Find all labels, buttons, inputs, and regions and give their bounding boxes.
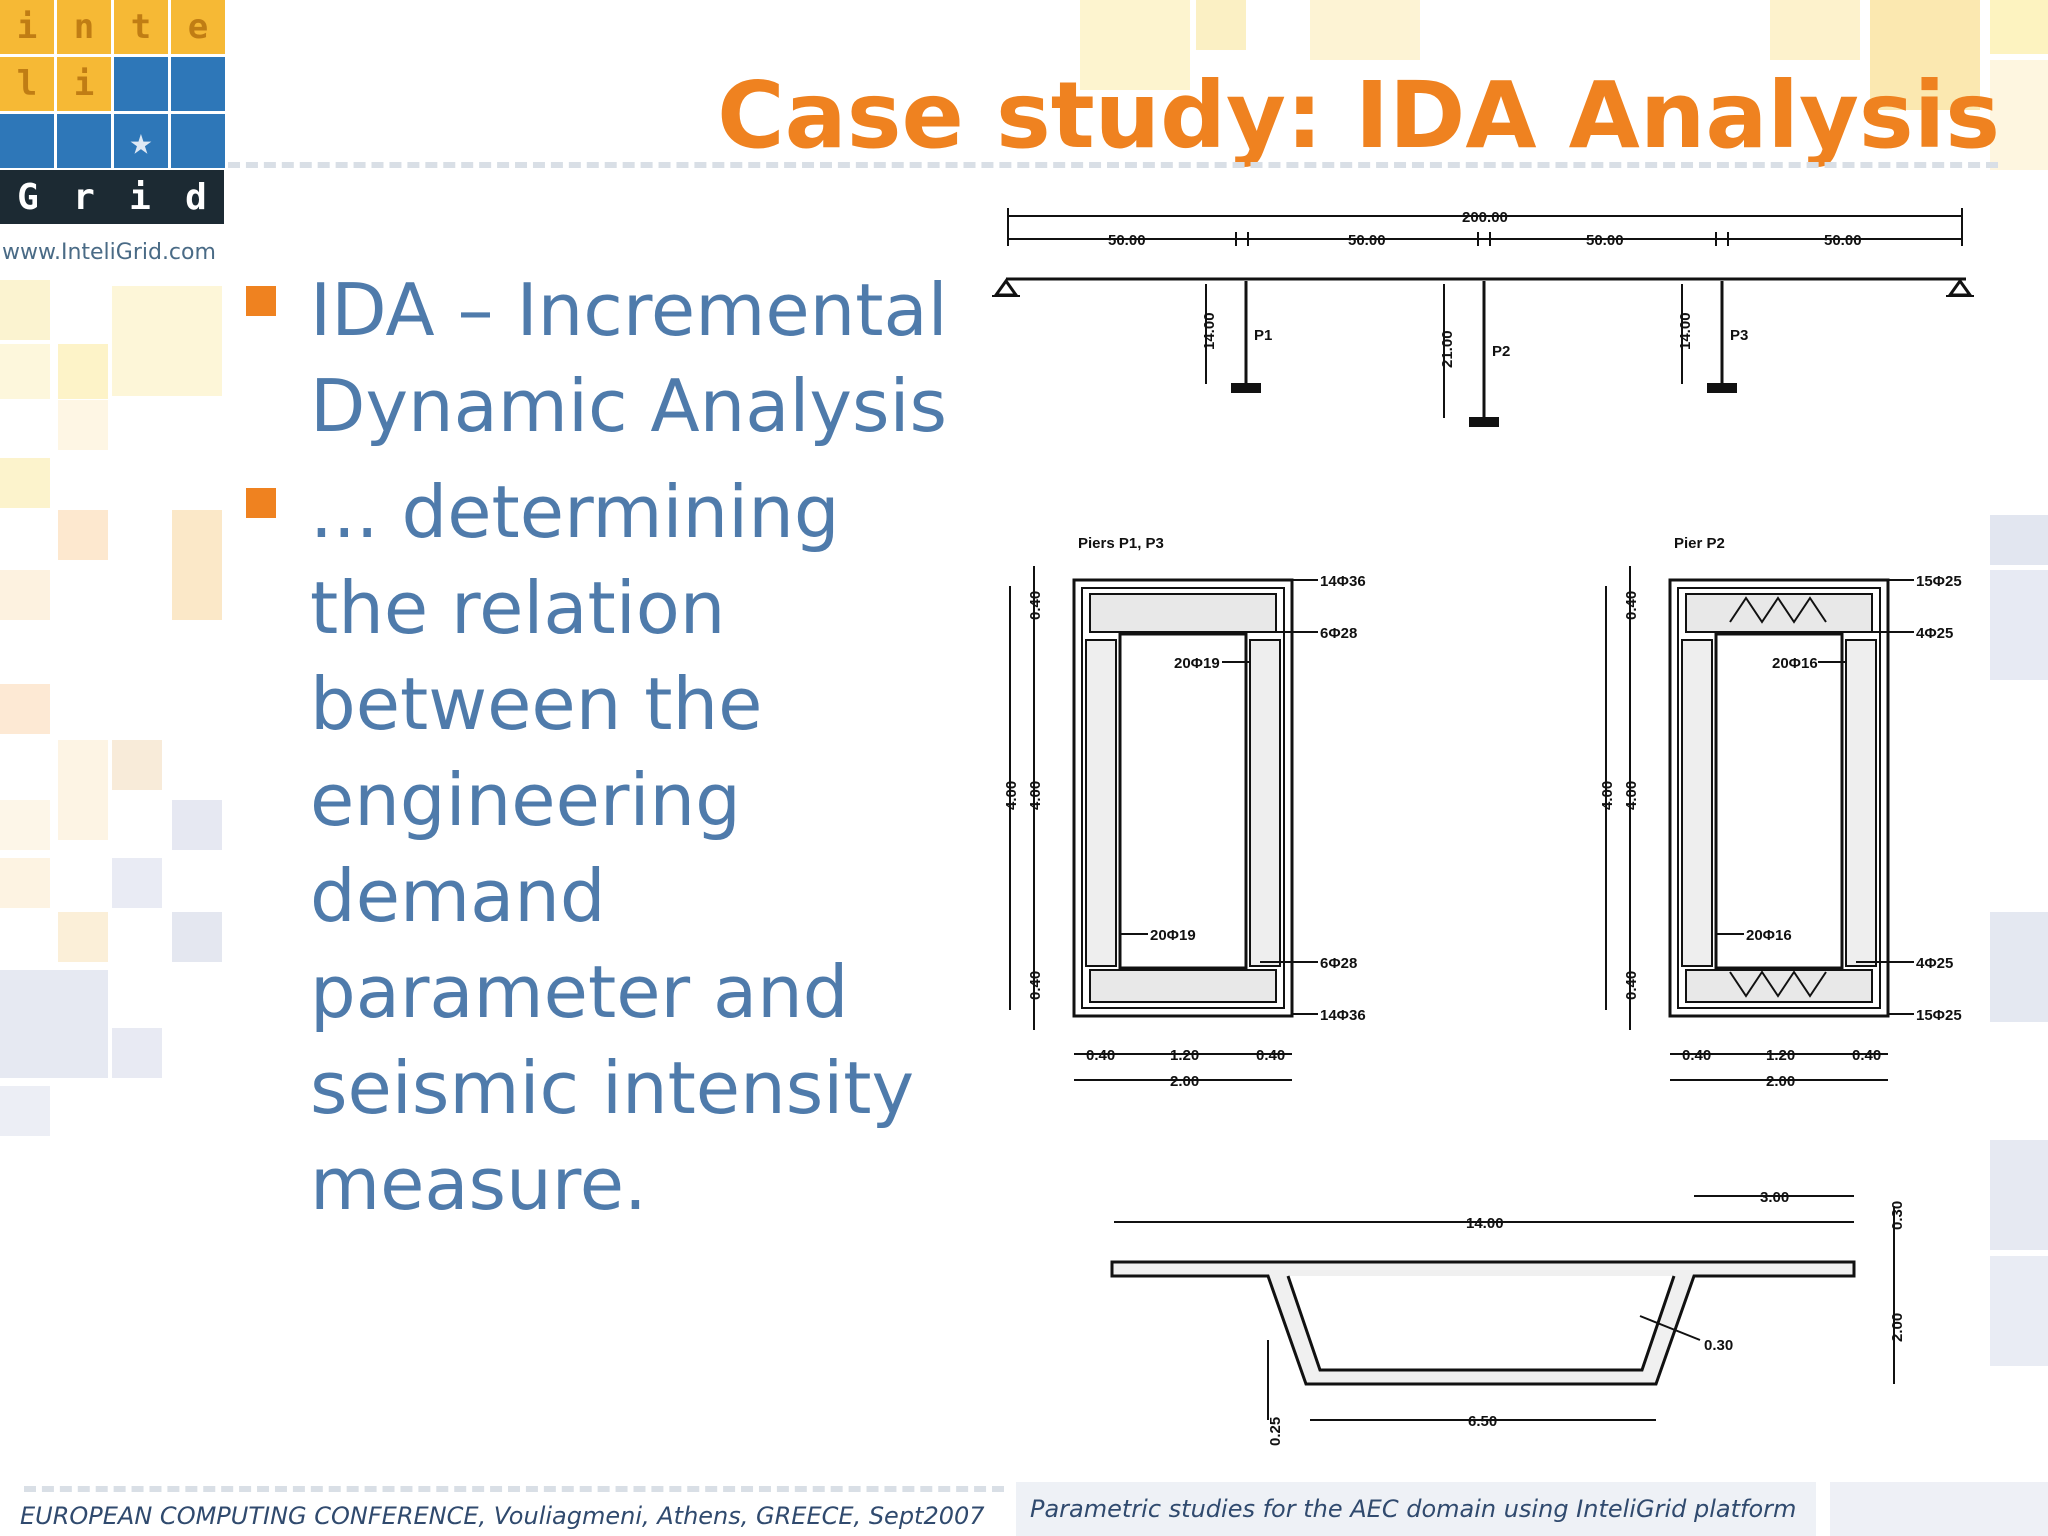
bullet-list: IDA – Incremental Dynamic Analysis ... d…	[240, 262, 980, 1242]
dim-label: 4.00	[1599, 781, 1616, 810]
rebar-label: 20Φ19	[1174, 655, 1220, 672]
pier-label: P1	[1254, 327, 1272, 344]
rebar-label: 14Φ36	[1320, 573, 1366, 590]
dim-label: 14.00	[1466, 1215, 1504, 1232]
logo-letter: d	[185, 176, 207, 218]
dim-label: 0.40	[1086, 1047, 1115, 1064]
website-link[interactable]: www.InteliGrid.com	[2, 240, 216, 265]
dim-span: 50.00	[1824, 232, 1862, 249]
dim-label: 2.00	[1766, 1073, 1795, 1090]
rebar-label: 4Φ25	[1916, 955, 1953, 972]
dim-label: 0.30	[1704, 1337, 1733, 1354]
pier-label: P3	[1730, 327, 1748, 344]
logo-tile	[114, 57, 168, 111]
star-icon: ★	[114, 114, 168, 168]
logo-tile	[57, 114, 111, 168]
dim-label: 4.00	[1027, 781, 1044, 810]
dim-label: 1.20	[1170, 1047, 1199, 1064]
section-title: Piers P1, P3	[1078, 535, 1164, 552]
dim-label: 0.40	[1623, 971, 1640, 1000]
rebar-label: 14Φ36	[1320, 1007, 1366, 1024]
dim-label: 2.00	[1889, 1313, 1906, 1342]
rebar-label: 20Φ16	[1746, 927, 1792, 944]
logo-letter: l	[0, 57, 54, 111]
section-title: Pier P2	[1674, 535, 1725, 552]
logo-letter: r	[73, 176, 95, 218]
dim-total-span: 200.00	[1462, 209, 1508, 226]
dim-label: 3.00	[1760, 1189, 1789, 1206]
pier-height: 14.00	[1201, 312, 1218, 350]
dim-label: 0.30	[1889, 1201, 1906, 1230]
section-p1-p3: Piers P1, P3 14Φ36 6Φ28 20Φ19 20Φ19 6Φ28…	[1003, 535, 1366, 1090]
section-p2: Pier P2 15Φ25 4Φ25 20Φ16 20Φ16 4Φ25 15Φ2…	[1599, 535, 1962, 1090]
logo-grid-word: G r i d	[0, 170, 224, 224]
rebar-label: 6Φ28	[1320, 955, 1357, 972]
pier-height: 21.00	[1439, 330, 1456, 368]
dim-label: 1.20	[1766, 1047, 1795, 1064]
bullet-text: IDA – Incremental Dynamic Analysis	[310, 268, 948, 448]
footer-subtitle-text: Parametric studies for the AEC domain us…	[1030, 1495, 1797, 1523]
logo-letter: i	[0, 0, 54, 54]
dim-span: 50.00	[1108, 232, 1146, 249]
dim-label: 0.40	[1027, 591, 1044, 620]
rebar-label: 20Φ19	[1150, 927, 1196, 944]
footer-conference: EUROPEAN COMPUTING CONFERENCE, Vouliagme…	[20, 1502, 985, 1530]
dim-label: 0.40	[1852, 1047, 1881, 1064]
logo-letter: n	[57, 0, 111, 54]
logo-tile	[0, 114, 54, 168]
bullet-square-icon	[246, 488, 276, 518]
dim-label: 0.25	[1267, 1417, 1284, 1446]
rebar-label: 4Φ25	[1916, 625, 1953, 642]
rebar-label: 15Φ25	[1916, 573, 1962, 590]
logo-letter: i	[129, 176, 151, 218]
footer-subtitle: Parametric studies for the AEC domain us…	[1016, 1482, 1816, 1536]
bullet-item: IDA – Incremental Dynamic Analysis	[240, 262, 980, 454]
dim-label: 0.40	[1256, 1047, 1285, 1064]
bullet-item: ... determining the relation between the…	[240, 464, 980, 1232]
bullet-square-icon	[246, 286, 276, 316]
pier-label: P2	[1492, 343, 1510, 360]
dim-label: 0.40	[1027, 971, 1044, 1000]
slide-title: Case study: IDA Analysis	[717, 62, 2000, 169]
rebar-label: 20Φ16	[1772, 655, 1818, 672]
dim-span: 50.00	[1586, 232, 1624, 249]
dim-label: 0.40	[1682, 1047, 1711, 1064]
logo-letter: e	[171, 0, 225, 54]
dim-label: 4.00	[1623, 781, 1640, 810]
title-divider	[228, 162, 1998, 168]
dim-label: 4.00	[1003, 781, 1020, 810]
inteligrid-logo: i n t e l i ★ G r i d	[0, 0, 225, 224]
logo-tile	[171, 57, 225, 111]
rebar-label: 15Φ25	[1916, 1007, 1962, 1024]
dim-label: 0.40	[1623, 591, 1640, 620]
dim-span: 50.00	[1348, 232, 1386, 249]
pier-height: 14.00	[1677, 312, 1694, 350]
logo-letter: i	[57, 57, 111, 111]
footer-divider	[24, 1486, 1004, 1492]
bullet-text: ... determining the relation between the…	[310, 470, 915, 1226]
logo-tile	[171, 114, 225, 168]
dim-label: 2.00	[1170, 1073, 1199, 1090]
logo-letter: G	[17, 176, 39, 218]
logo-letter: t	[114, 0, 168, 54]
deck-section: 14.00 3.00 0.30 2.00 0.30 0.25 6.50	[1110, 1189, 1906, 1446]
rebar-label: 6Φ28	[1320, 625, 1357, 642]
dim-label: 6.50	[1468, 1413, 1497, 1430]
